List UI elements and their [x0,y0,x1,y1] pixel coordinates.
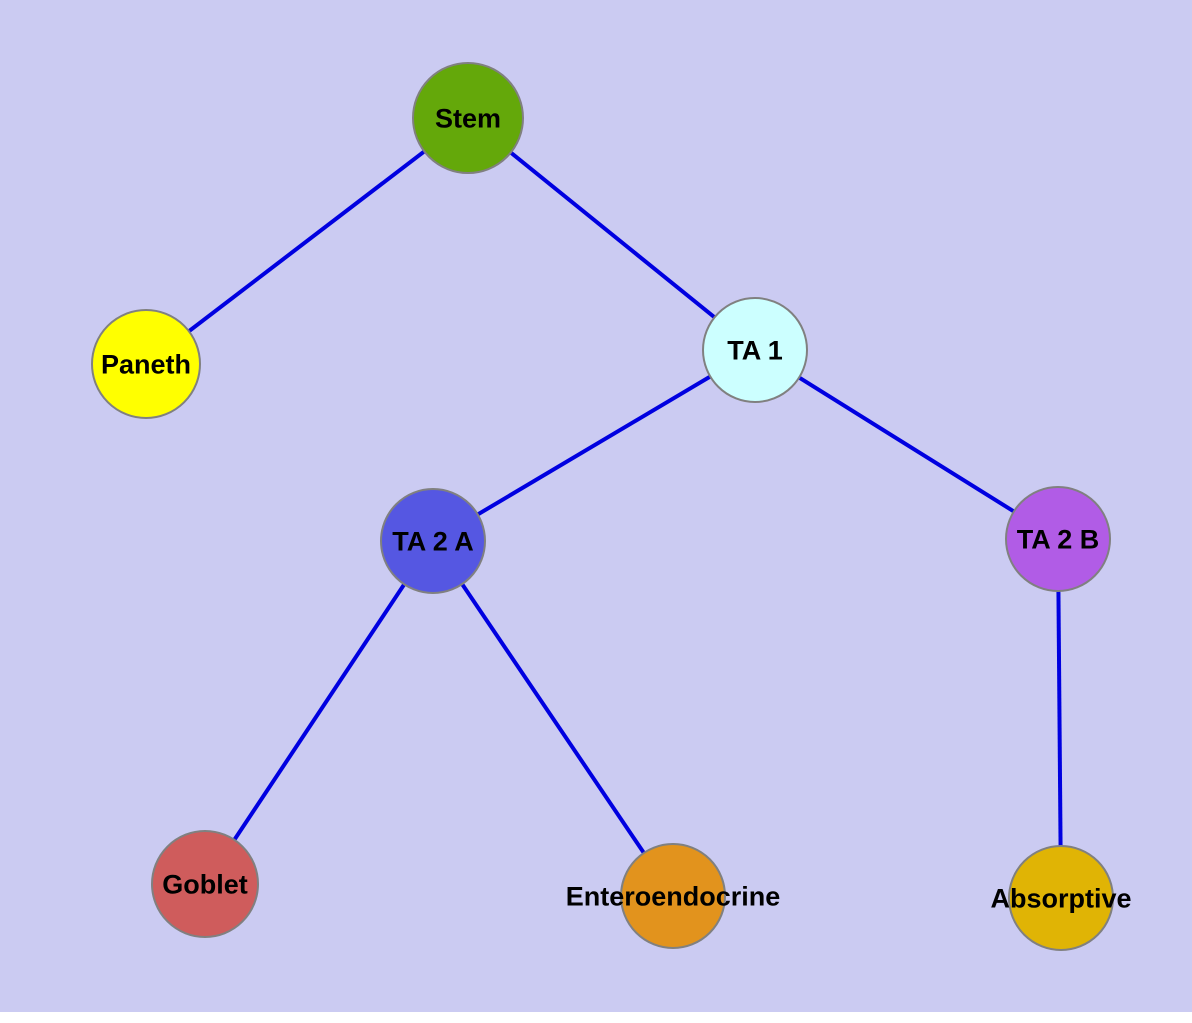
node-goblet[interactable]: Goblet [151,830,259,938]
node-circle-ta2b[interactable] [1005,486,1111,592]
edge-ta1-ta2a [431,348,757,543]
node-paneth[interactable]: Paneth [91,309,201,419]
node-stem[interactable]: Stem [412,62,524,174]
edge-ta1-ta2b [753,348,1060,541]
node-circle-ta2a[interactable] [380,488,486,594]
node-absorptive[interactable]: Absorptive [990,845,1132,951]
edge-ta2b-absorptive [1056,538,1063,899]
node-enteroendocrine[interactable]: Enteroendocrine [566,843,781,949]
node-circle-enteroendocrine[interactable] [620,843,726,949]
node-circle-absorptive[interactable] [1008,845,1114,951]
node-circle-paneth[interactable] [91,309,201,419]
node-ta2a[interactable]: TA 2 A [380,488,486,594]
edge-stem-paneth [144,116,470,366]
node-ta2b[interactable]: TA 2 B [1005,486,1111,592]
edge-ta2a-goblet [203,539,435,886]
node-circle-ta1[interactable] [702,297,808,403]
edge-ta2a-enteroendocrine [431,539,675,898]
node-circle-goblet[interactable] [151,830,259,938]
node-ta1[interactable]: TA 1 [702,297,808,403]
node-circle-stem[interactable] [412,62,524,174]
edge-stem-ta1 [466,116,757,352]
